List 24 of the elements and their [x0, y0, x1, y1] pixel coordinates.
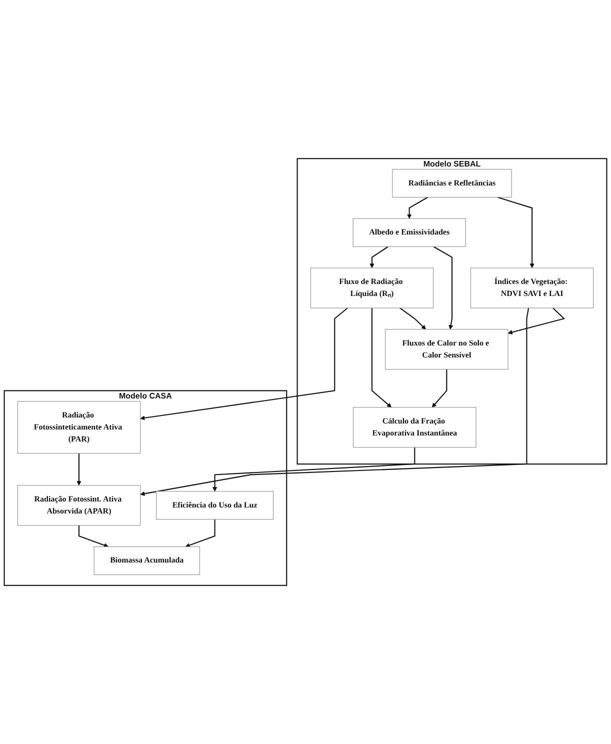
arrow	[406, 196, 428, 219]
node-box: Índices de Vegetação: NDVI SAVI e LAI	[470, 268, 594, 308]
arrow	[371, 308, 392, 408]
arrow	[400, 308, 426, 330]
node-box: Radiação Fotossint. Ativa Absorvida (APAR)	[17, 485, 141, 526]
arrow	[140, 308, 530, 496]
node-box: Cálculo da Fração Evaporativa Instantânea	[353, 407, 476, 448]
arrow	[140, 308, 348, 420]
arrow	[508, 308, 566, 334]
node-box: Radiâncias e Refletâncias	[392, 168, 512, 198]
node-box: Albedo e Emissividades	[352, 218, 466, 247]
node-box: Radiação Fotossinteticamente Ativa (PAR)	[17, 401, 141, 454]
node-box: Fluxos de Calor no Solo e Calor Sensível	[385, 329, 508, 370]
arrow	[76, 453, 82, 486]
arrow	[78, 525, 109, 548]
arrow	[370, 246, 388, 268]
arrow	[185, 519, 216, 548]
node-box: Biomassa Acumulada	[94, 546, 200, 576]
node-box: Fluxo de Radiação Líquida (Rₙ)	[310, 268, 434, 308]
arrow	[212, 447, 416, 492]
arrow	[432, 369, 448, 408]
arrow	[433, 246, 454, 330]
node-box: Eficiência do Uso da Luz	[156, 491, 274, 520]
arrow	[497, 196, 534, 268]
